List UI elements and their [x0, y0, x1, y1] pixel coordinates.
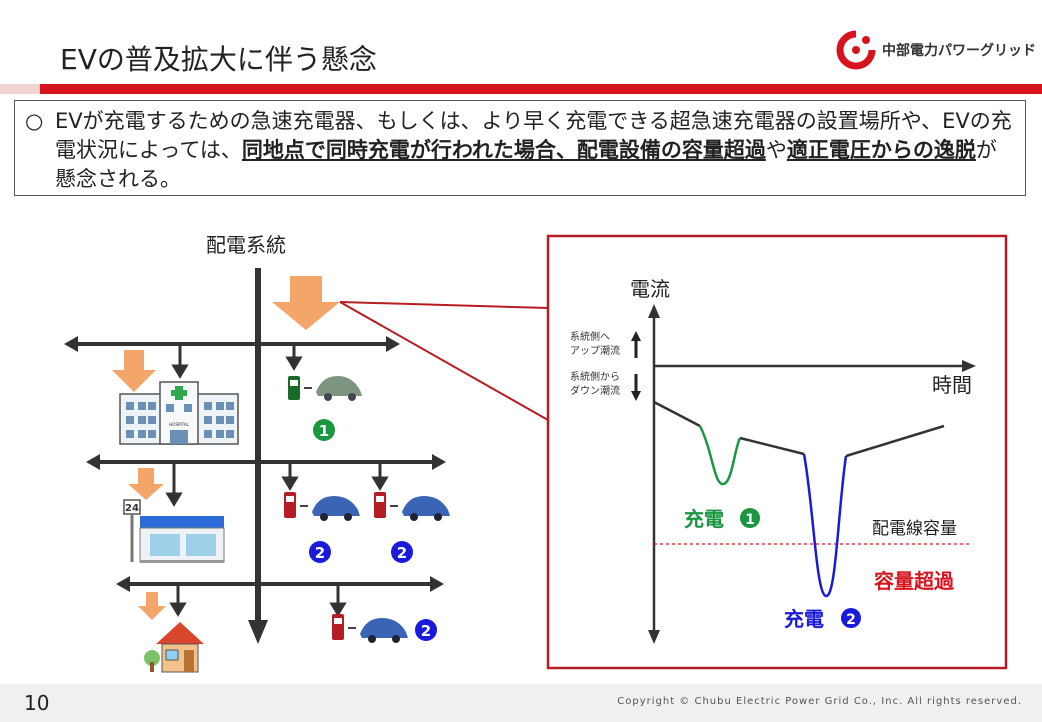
graph-ylabel: 電流 — [630, 277, 670, 301]
over-label: 容量超過 — [874, 569, 955, 593]
bullet-mark: ○ — [25, 109, 44, 133]
main-arrow-icon — [272, 276, 340, 330]
arrow-icon — [138, 592, 166, 620]
branch-3 — [116, 576, 444, 592]
car-icon — [312, 496, 360, 516]
hospital-sign: HOSPITAL — [169, 422, 189, 427]
charge-1-label: 充電 — [684, 507, 724, 531]
badge-1 — [313, 419, 335, 441]
notice-box: ○ EVが充電するための急速充電器、もしくは、より早く充電できる超急速充電器の設… — [14, 100, 1026, 196]
up-arrow-icon — [631, 331, 641, 341]
car-icon — [402, 496, 450, 516]
charger-icon — [374, 492, 386, 518]
capacity-label: 配電線容量 — [872, 519, 957, 539]
power-arrows — [112, 276, 340, 620]
convenience-store-icon: 24 — [123, 499, 225, 563]
logo-text: 中部電力パワーグリッド — [882, 43, 1036, 59]
badge-2-text: 2 — [421, 622, 431, 640]
charge-2-label: 充電 — [784, 607, 824, 631]
badge-2-text: 2 — [315, 544, 325, 562]
badge-2 — [391, 541, 413, 563]
badge-2 — [415, 619, 437, 641]
down-flow-line2: ダウン潮流 — [570, 384, 620, 397]
up-flow-line1: 系統側へ — [570, 330, 610, 343]
footer: 10 Copyright © Chubu Electric Power Grid… — [0, 684, 1042, 722]
hospital-icon: HOSPITAL — [119, 381, 239, 445]
badge-2 — [309, 541, 331, 563]
ev-charger-2b: 2 — [374, 492, 450, 563]
arrow-icon — [112, 350, 156, 392]
notice-bold-2: 適正電圧からの逸脱 — [786, 138, 976, 162]
branch-2 — [86, 454, 446, 470]
drops — [165, 344, 389, 617]
charge-1-num: 1 — [745, 512, 755, 528]
page-number: 10 — [24, 691, 50, 715]
current-graph: 電流 時間 系統側へ アップ潮流 系統側から ダウン潮流 配電線容量 容量超過 — [546, 234, 1008, 670]
title-bar — [0, 84, 1042, 94]
notice-text-3: が懸念される。 — [55, 138, 997, 191]
house-icon — [144, 622, 204, 673]
store-sign: 24 — [125, 503, 139, 514]
company-logo: 中部電力パワーグリッド — [836, 30, 1036, 70]
notice-text-2: や — [765, 138, 787, 162]
graph-frame — [546, 234, 1008, 670]
ev-charger-2a: 2 — [284, 492, 360, 563]
callout-connector — [339, 301, 549, 421]
page-title: EVの普及拡大に伴う懸念 — [60, 43, 377, 76]
badge-2-text: 2 — [397, 544, 407, 562]
charger-icon — [284, 492, 296, 518]
car-icon — [316, 376, 362, 396]
notice-text-1: EVが充電するための急速充電器、もしくは、より早く充電できる超急速充電器の設置場… — [55, 109, 1012, 162]
chuden-logo-icon — [836, 30, 876, 70]
down-flow-line1: 系統側から — [570, 370, 620, 383]
charger-icon — [288, 376, 300, 400]
branch-1 — [64, 336, 400, 352]
network-label: 配電系統 — [206, 233, 286, 257]
ev-charger-1: 1 — [288, 376, 362, 441]
charge-2-num: 2 — [846, 612, 856, 628]
badge-1-text: 1 — [319, 422, 329, 440]
charge-2-curve — [802, 453, 848, 598]
ev-charger-2c: 2 — [332, 614, 437, 643]
diagram: 配電系統 — [64, 233, 1008, 673]
copyright: Copyright © Chubu Electric Power Grid Co… — [617, 696, 1022, 707]
down-arrow-icon — [631, 391, 641, 401]
arrow-icon — [128, 468, 164, 500]
up-flow-line2: アップ潮流 — [570, 344, 620, 357]
notice-bold-1: 同地点で同時充電が行われた場合、配電設備の容量超過 — [241, 138, 766, 162]
charge-1-curve — [698, 425, 742, 486]
graph-xlabel: 時間 — [932, 373, 972, 397]
car-icon — [360, 618, 408, 638]
charger-icon — [332, 614, 344, 640]
